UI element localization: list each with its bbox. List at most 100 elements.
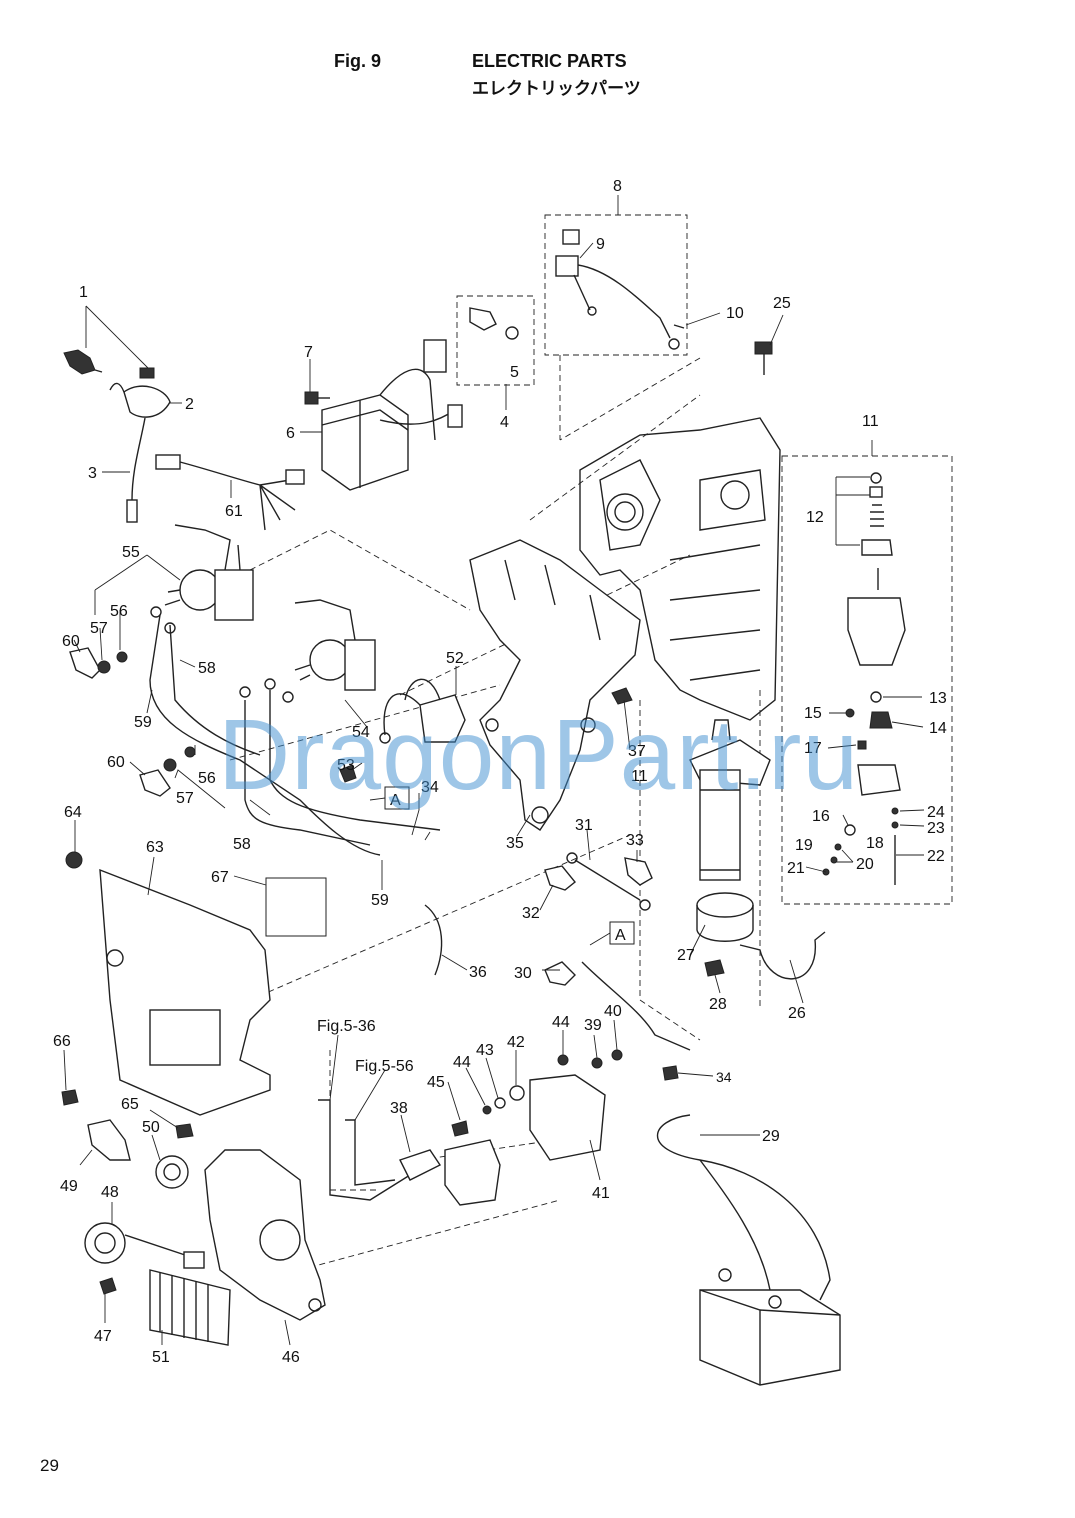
callout-66: 66 [53,1033,71,1050]
callout-37: 37 [628,743,646,760]
group-box-sensor-4 [456,295,535,386]
page-number: 29 [40,1456,59,1475]
callout-45: 45 [427,1074,445,1091]
callout-67: 67 [211,869,229,886]
callout-59: 59 [134,714,152,731]
valve-41 [444,1074,606,1206]
callout-49: 49 [60,1178,78,1195]
label-67 [265,877,327,937]
bushing-27 [696,892,754,918]
callout-17: 17 [804,740,822,757]
washer-57-b [163,758,177,772]
bolt-66 [61,1089,79,1106]
electric-cover-63 [99,868,271,1116]
callout-55: 55 [122,544,140,561]
ref-a-label-2: A [615,927,626,944]
callout-44: 44 [552,1014,570,1031]
bolt-45 [451,1120,469,1137]
callout-38: 38 [390,1100,408,1117]
callout-9: 9 [596,236,605,253]
page-title-japanese: エレクトリックパーツ [472,79,641,99]
grommet-64 [65,851,83,869]
lead-31 [566,852,651,911]
callout-20: 20 [856,856,874,873]
neutral-switch-1 [63,349,155,379]
callout-11-starter: 11 [631,768,648,785]
callout-7: 7 [304,344,313,361]
cap-2 [109,382,171,418]
callout-27: 27 [677,947,695,964]
engine-block [579,417,781,721]
assembly-guide-lines [229,355,761,1271]
ref-a-label-1: A [390,792,401,809]
callout-40: 40 [604,1003,622,1020]
hose-fig5-56 [345,1119,396,1186]
callout-12: 12 [806,509,824,526]
relay-52 [379,678,466,744]
callout-8: 8 [613,178,622,195]
callout-32: 32 [522,905,540,922]
callout-39: 39 [584,1017,602,1034]
valve-38 [399,1149,442,1181]
ref-fig-5-56: Fig.5-56 [355,1058,414,1075]
callout-58: 58 [198,660,216,677]
callout-14: 14 [929,720,947,737]
cord-3 [126,417,146,523]
hose-fig5-36 [318,1099,411,1201]
callout-52: 52 [446,650,464,667]
callout-33: 33 [626,832,644,849]
callout-11: 11 [862,413,879,430]
callout-54: 54 [352,724,370,741]
figure-number: Fig. 9 [334,51,382,71]
callout-57: 57 [90,620,108,637]
callout-44-upper: 44 [453,1054,471,1071]
sensor-4 [469,307,519,340]
nut-56 [116,651,128,663]
callout-65: 65 [121,1096,139,1113]
callout-41: 41 [592,1185,610,1202]
callout-26: 26 [788,1005,806,1022]
solenoid-54 [294,599,376,691]
terminal-cover-60-b [139,769,171,797]
battery-cable-29 [656,1114,831,1301]
callout-16: 16 [812,808,830,825]
washer-44-b [557,1054,569,1066]
solenoid-55 [164,524,254,621]
leader-lines [63,195,925,1346]
callout-36: 36 [469,964,487,981]
callout-5: 5 [510,364,519,381]
bolt-47 [99,1277,117,1295]
callout-48: 48 [101,1184,119,1201]
terminal-cover-60 [69,647,101,679]
callout-58-lower: 58 [233,836,251,853]
callout-29: 29 [762,1128,780,1145]
cap-33 [624,857,653,886]
group-box-harness-8 [544,214,688,356]
rectifier-6 [321,339,463,491]
washer-44 [482,1105,492,1115]
bolt-53 [339,764,357,783]
callout-60-lower: 60 [107,754,125,771]
cap-32 [544,865,576,891]
group-box-starter-kit-11 [781,455,953,905]
bolt-7 [304,391,330,405]
grommet-50 [155,1155,189,1189]
callout-13: 13 [929,690,947,707]
callout-42: 42 [507,1034,525,1051]
callout-60: 60 [62,633,80,650]
callout-3: 3 [88,465,97,482]
callout-28: 28 [709,996,727,1013]
callout-2: 2 [185,396,194,413]
callout-24: 24 [927,804,945,821]
callout-labels: 1 2 3 4 5 6 7 8 9 10 11 12 13 14 15 16 1… [53,178,947,1366]
callout-57-lower: 57 [176,790,194,807]
battery [699,1268,841,1386]
plug-49 [87,1119,131,1161]
collar-43 [494,1097,506,1109]
callout-6: 6 [286,425,295,442]
heat-sink-51 [149,1269,231,1346]
callout-25: 25 [773,295,791,312]
callout-34-terminal: 34 [716,1069,732,1085]
callout-34: 34 [421,779,439,796]
callout-15: 15 [804,705,822,722]
